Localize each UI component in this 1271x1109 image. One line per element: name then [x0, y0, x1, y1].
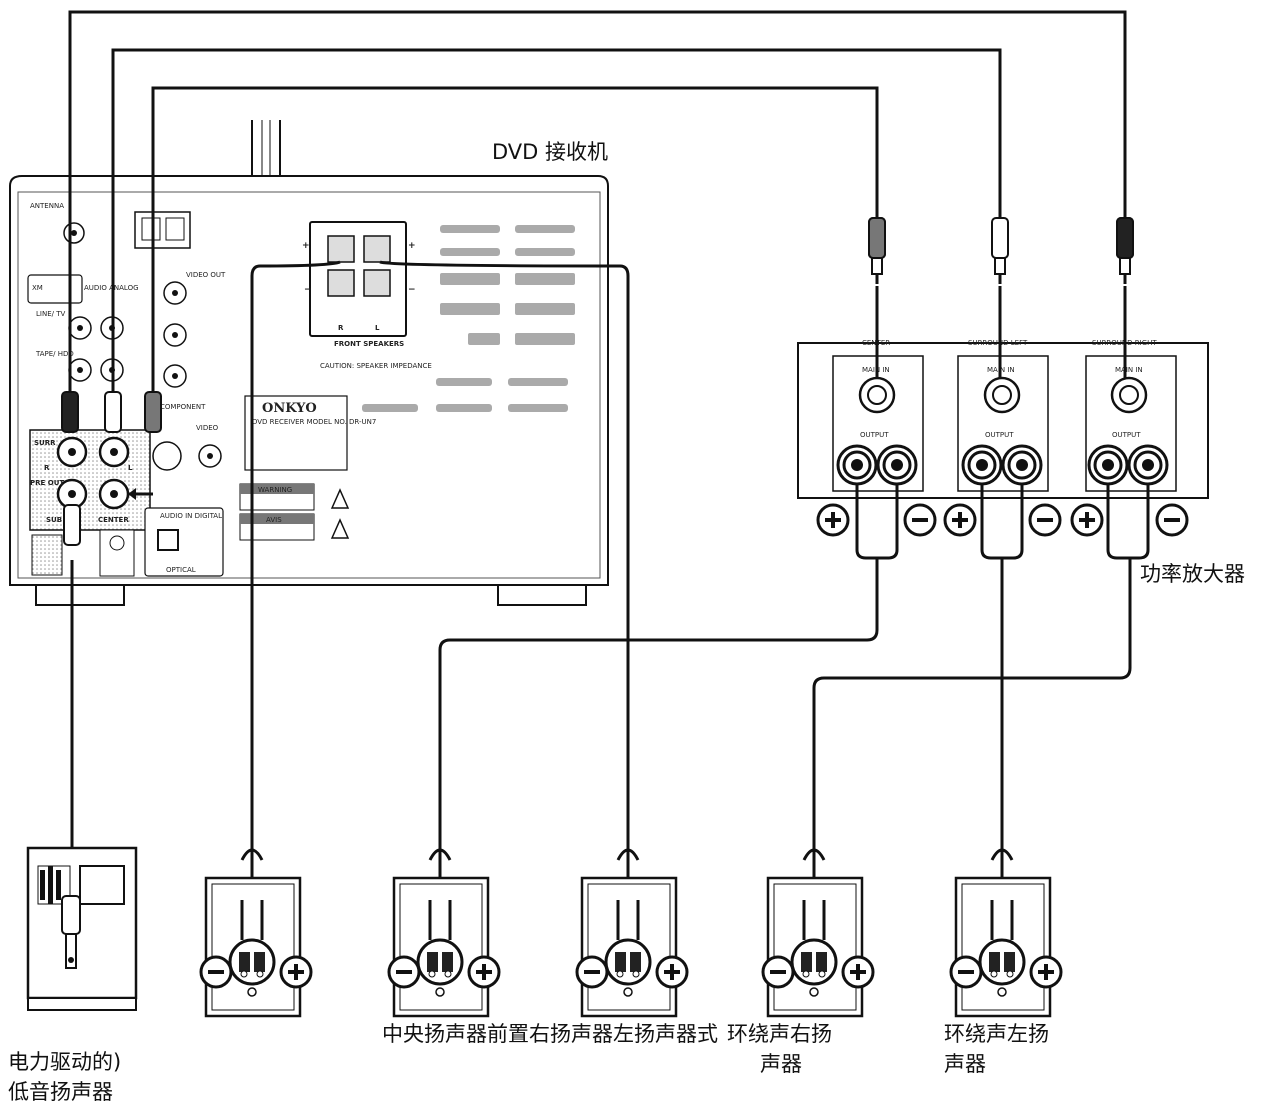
- subwoofer-label-line1: 电力驱动的): [8, 1050, 122, 1074]
- onkyo-logo: ONKYO: [262, 401, 317, 416]
- antenna-label: ANTENNA: [30, 202, 64, 210]
- pre-out-label: PRE OUT: [30, 479, 64, 487]
- output-label-1: OUTPUT: [860, 431, 889, 439]
- sub-label: SUB: [46, 516, 62, 524]
- svg-text:−: −: [304, 285, 312, 295]
- subwoofer-label-line2: 低音扬声器: [8, 1080, 113, 1104]
- svg-text:+: +: [408, 241, 416, 251]
- receiver-title: DVD 接收机: [492, 140, 609, 164]
- model-label: DVD RECEIVER MODEL NO. DR-UN7: [252, 418, 376, 426]
- line-tv-label: LINE/ TV: [36, 310, 65, 318]
- output-label-3: OUTPUT: [1112, 431, 1141, 439]
- cables: [68, 10, 1150, 900]
- optical-label: OPTICAL: [166, 566, 196, 574]
- amplifier-label: 功率放大器: [1140, 562, 1245, 586]
- center-label: CENTER: [98, 516, 129, 524]
- surround-left-label-line2: 声器: [944, 1052, 986, 1076]
- svg-text:−: −: [408, 285, 416, 295]
- front-l-label: L: [375, 324, 380, 332]
- dvd-receiver: ANTENNA XM AUDIO ANALOG LINE/ TV TAPE/ H…: [9, 120, 609, 606]
- front-center-speakers-label: 中央扬声器前置右扬声器左扬声器式: [382, 1022, 718, 1046]
- speakers: [199, 848, 1063, 1018]
- audio-analog-label: AUDIO ANALOG: [84, 284, 139, 292]
- surround-right-label-line2: 声器: [760, 1052, 802, 1076]
- component-label: COMPONENT: [160, 403, 206, 411]
- video-out-label: VIDEO OUT: [186, 271, 226, 279]
- warning-label: WARNING: [258, 486, 292, 494]
- audio-in-digital-label: AUDIO IN DIGITAL: [160, 512, 222, 520]
- surr-label: SURR: [34, 439, 56, 447]
- caution-label: CAUTION: SPEAKER IMPEDANCE: [320, 362, 432, 370]
- video-label: VIDEO: [196, 424, 219, 432]
- subwoofer: [26, 846, 138, 1011]
- front-r-label: R: [338, 324, 344, 332]
- front-speakers-label: FRONT SPEAKERS: [334, 340, 404, 348]
- power-amplifier: CENTER SURROUND LEFT SURROUND RIGHT MAIN…: [797, 339, 1209, 537]
- tape-hdd-label: TAPE/ HDD: [35, 350, 74, 358]
- amp-channel-surround-left: SURROUND LEFT: [968, 339, 1028, 347]
- surr-l-label: L: [128, 464, 133, 472]
- svg-text:+: +: [302, 241, 310, 251]
- surround-right-label-line1: 环绕声右扬: [727, 1022, 832, 1046]
- surround-left-label-line1: 环绕声左扬: [944, 1022, 1049, 1046]
- output-label-2: OUTPUT: [985, 431, 1014, 439]
- main-in-label-3: MAIN IN: [1115, 366, 1143, 374]
- xm-label: XM: [32, 284, 43, 292]
- rca-plugs: [61, 216, 1135, 546]
- avis-label: AVIS: [266, 516, 282, 524]
- surr-r-label: R: [44, 464, 50, 472]
